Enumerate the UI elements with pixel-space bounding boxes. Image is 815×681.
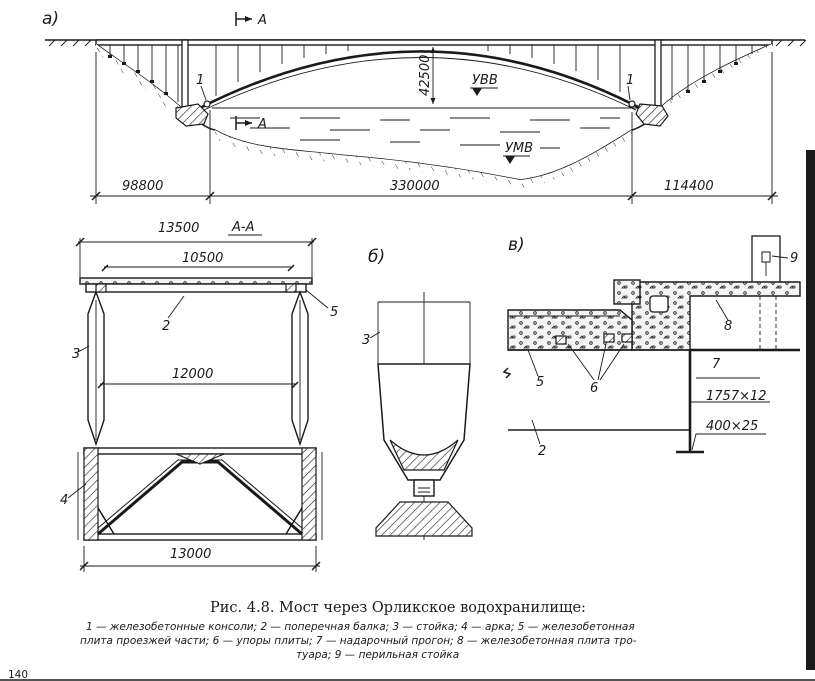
deck-slab: [79, 277, 313, 285]
legend-line-2: плита проезжей части; 6 — упоры плиты; 7…: [80, 635, 637, 647]
column-right: [291, 289, 309, 447]
web-plate-size: 1757×12: [706, 389, 767, 404]
arch-width-value: 13000: [170, 547, 211, 562]
detail-v: в) 9 8 6 5 2 7: [502, 235, 801, 459]
caption: Рис. 4.8. Мост через Орликское водохрани…: [80, 600, 637, 661]
cross-section-aa: 13500 А-А 10500 2 5 3 12000: [60, 220, 338, 572]
arch-truss: [77, 447, 323, 541]
approach-columns-left: [108, 45, 179, 102]
console-left: [203, 100, 211, 108]
caption-title: Рис. 4.8. Мост через Орликское водохрани…: [210, 600, 586, 616]
column-spacing-value: 12000: [172, 367, 213, 382]
pylon-right: [654, 39, 662, 109]
left-span-value: 98800: [122, 179, 163, 194]
sidewalk-slab: [631, 281, 801, 351]
section-title: А-А: [231, 220, 254, 235]
section-marker-top-label: A: [257, 13, 267, 28]
overall-width-value: 13500: [158, 221, 199, 236]
column-left: [87, 289, 105, 447]
elevation-view: а) A: [42, 9, 807, 204]
panel-label-b: б): [368, 247, 385, 267]
callout-1-left: 1: [196, 73, 204, 88]
approach-columns-right: [671, 45, 753, 100]
high-water-marker: УВВ: [470, 73, 498, 96]
label-6: 6: [590, 381, 598, 396]
arch-columns: [215, 45, 621, 96]
label-3: 3: [72, 347, 80, 362]
span-dimensions: 98800 330000 114400: [90, 52, 778, 204]
valley-soil-right: [660, 44, 772, 114]
flange-plate-size: 400×25: [706, 419, 758, 434]
console-right: [628, 100, 636, 108]
section-marker-bottom-label: A: [257, 117, 267, 132]
label-7: 7: [712, 357, 721, 372]
scan-edge: [806, 150, 815, 670]
label-9: 9: [790, 251, 798, 266]
high-water-label: УВВ: [472, 73, 498, 88]
bridge-deck: [95, 39, 773, 46]
main-arch: [195, 50, 641, 112]
label-4: 4: [60, 493, 68, 508]
page-number: 140: [8, 669, 28, 681]
section-marker-top: A: [235, 12, 267, 28]
main-span-value: 330000: [390, 179, 440, 194]
low-water-label: УМВ: [505, 141, 533, 156]
callout-1-right: 1: [626, 73, 634, 88]
label-5-detail: 5: [536, 375, 544, 390]
label-5: 5: [330, 305, 338, 320]
panel-label-a: а): [42, 9, 59, 29]
label-8: 8: [724, 319, 732, 334]
valley-soil-left: [96, 44, 184, 118]
low-water-marker: УМВ: [503, 141, 533, 164]
right-span-value: 114400: [664, 179, 714, 194]
legend-line-3: туара; 9 — перильная стойка: [296, 649, 459, 661]
detail-b: б) 3: [362, 247, 473, 540]
ground-hatch-left: [48, 39, 92, 47]
label-2-detail: 2: [538, 444, 546, 459]
section-marker-bottom: A: [235, 116, 267, 132]
abutment-left: [175, 103, 209, 127]
panel-label-v: в): [508, 235, 525, 255]
roadway-width-value: 10500: [182, 251, 223, 266]
legend-line-1: 1 — железобетонные консоли; 2 — поперечн…: [86, 621, 635, 633]
abutment-right: [635, 103, 669, 127]
main-arch-inner: [199, 57, 637, 113]
arch-rise-dimension: 42500: [418, 47, 436, 104]
pylon-left: [181, 39, 189, 111]
arch-rise-value: 42500: [418, 55, 433, 96]
cross-beam: [85, 283, 307, 293]
reservoir-water: [212, 107, 642, 149]
label-2: 2: [162, 319, 170, 334]
detail-b-label-3: 3: [362, 333, 370, 348]
